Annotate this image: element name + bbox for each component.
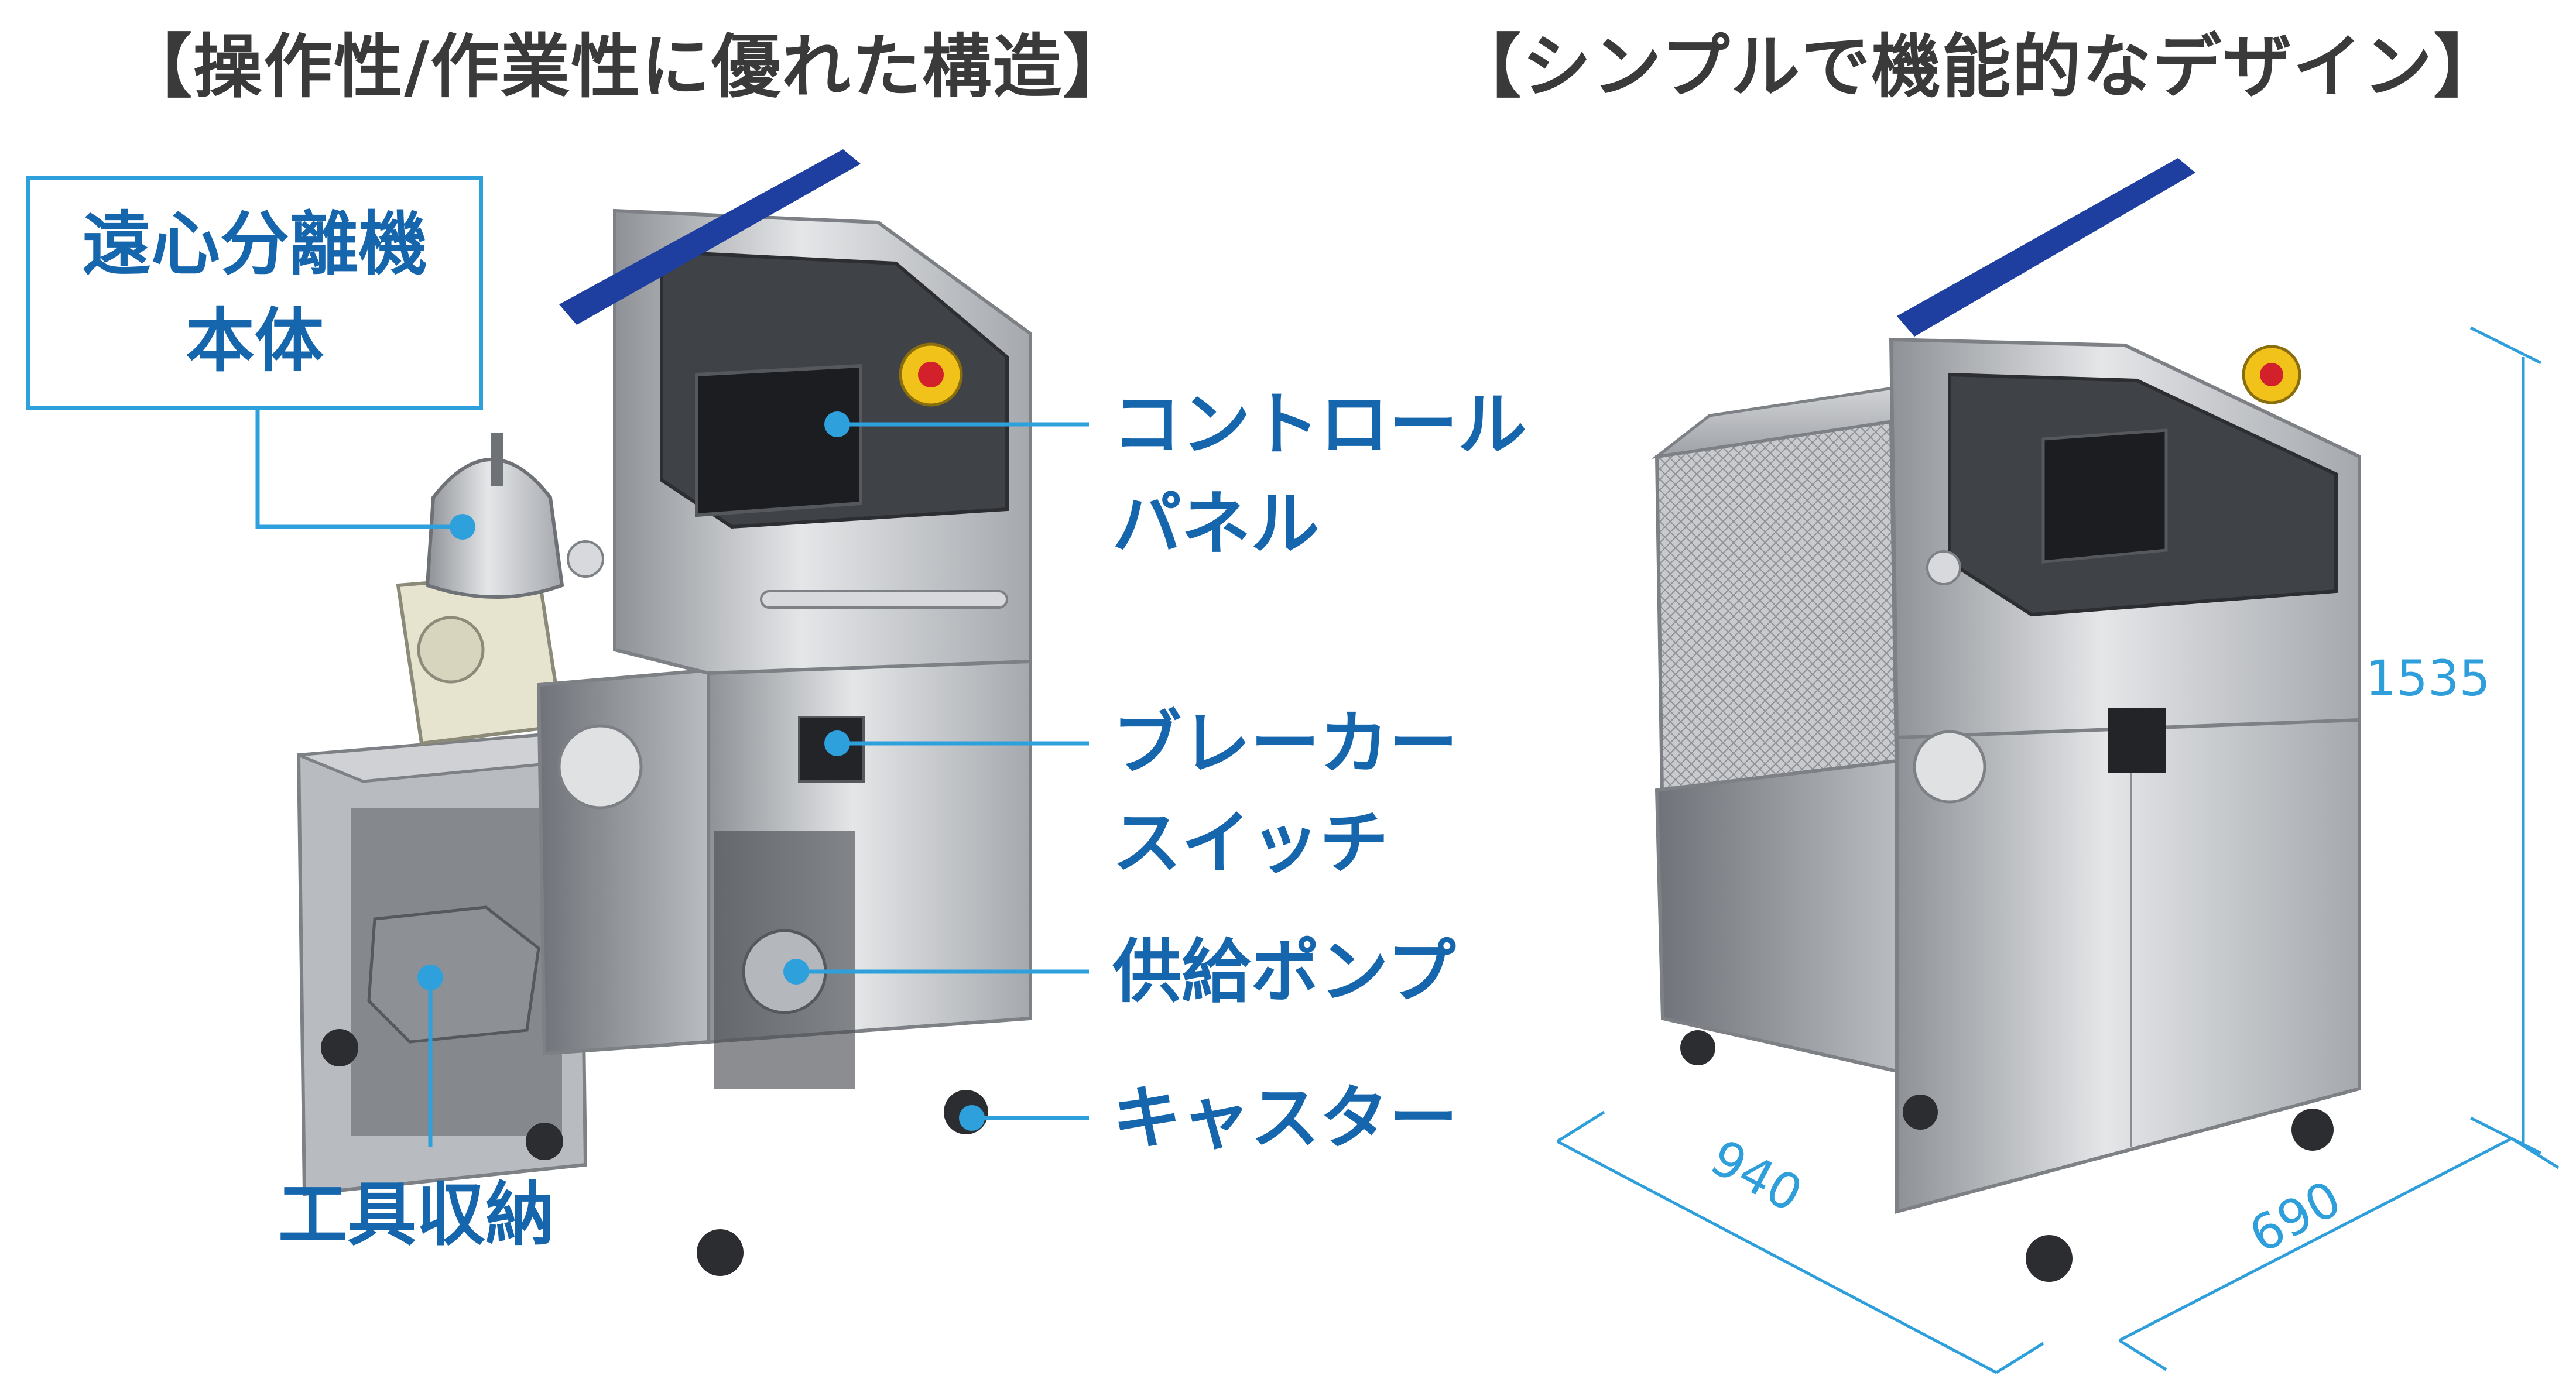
callout-breaker: ブレーカー スイッチ	[1112, 694, 1458, 893]
leader-dots	[417, 411, 985, 1131]
callout-control-panel-line1: コントロール	[1112, 384, 1527, 465]
leader-lines	[255, 410, 1089, 1147]
right-machine	[1651, 158, 2361, 1282]
callout-breaker-line2: スイッチ	[1112, 802, 1389, 883]
callout-centrifuge-line1: 遠心分離機	[81, 204, 427, 284]
callout-centrifuge: 遠心分離機 本体	[26, 176, 483, 410]
callout-tool-storage: 工具収納	[278, 1174, 555, 1255]
left-machine	[296, 149, 1032, 1276]
dimension-lines	[1556, 326, 2560, 1374]
callout-breaker-line1: ブレーカー	[1112, 703, 1458, 784]
left-heading: 【操作性/作業性に優れた構造】	[123, 26, 1133, 107]
callout-pump: 供給ポンプ	[1112, 931, 1456, 1012]
dimension-height: 1535	[2365, 650, 2491, 707]
callout-control-panel-line2: パネル	[1112, 483, 1320, 564]
callout-control-panel: コントロール パネル	[1112, 375, 1527, 574]
right-heading: 【シンプルで機能的なデザイン】	[1452, 26, 2504, 107]
callout-caster: キャスター	[1112, 1078, 1458, 1158]
callout-centrifuge-line2: 本体	[185, 300, 324, 381]
